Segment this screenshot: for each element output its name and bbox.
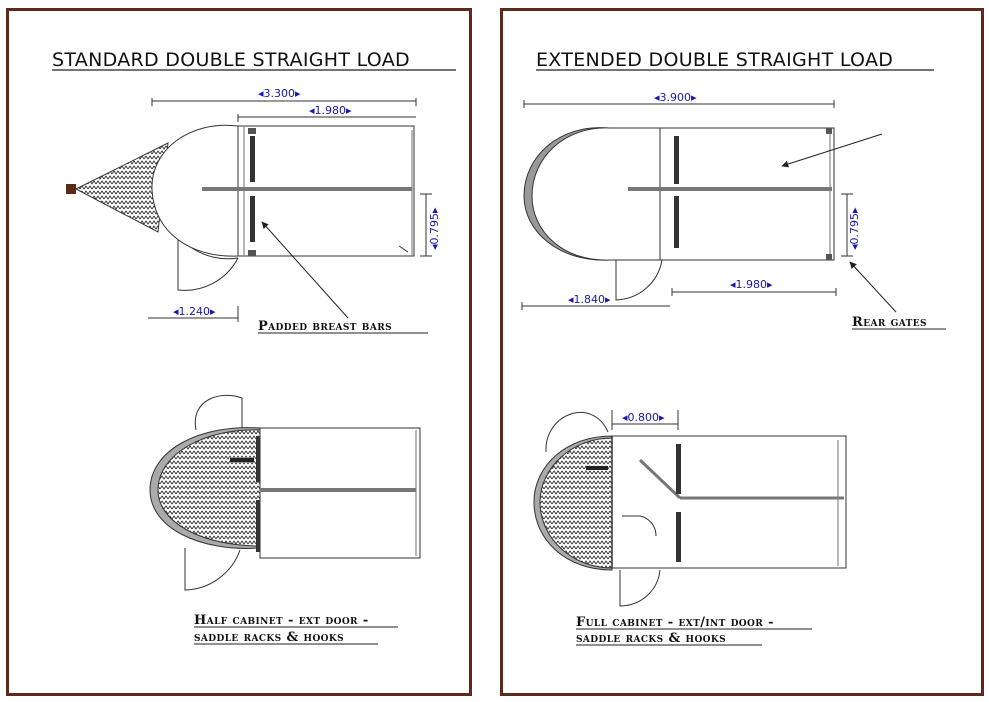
left-dim-width-label: ◂0.795▸ bbox=[428, 207, 441, 250]
right-lower-plan: ◂0.800▸ bbox=[533, 410, 847, 607]
right-dim-overall: ◂3.900▸ bbox=[523, 91, 835, 108]
right-callout: Rear gates bbox=[852, 315, 927, 330]
left-callout: Padded breast bars bbox=[258, 319, 392, 334]
left-title-group: STANDARD DOUBLE STRAIGHT LOAD bbox=[52, 49, 456, 71]
right-dim-width-label: ◂0.795▸ bbox=[848, 207, 861, 250]
left-dim-front-label: ◂1.240▸ bbox=[173, 305, 216, 318]
right-dim-cabinet: ◂0.800▸ bbox=[611, 410, 679, 430]
right-title-group: EXTENDED DOUBLE STRAIGHT LOAD bbox=[536, 49, 934, 71]
right-dim-width: ◂0.795▸ bbox=[841, 193, 861, 257]
left-top-plan bbox=[66, 124, 415, 291]
panel-extended bbox=[500, 8, 984, 696]
left-dim-front: ◂1.240▸ bbox=[148, 305, 239, 322]
left-dim-width: ◂0.795▸ bbox=[420, 193, 441, 257]
left-dim-stall-label: ◂1.980▸ bbox=[309, 104, 352, 117]
left-dim-overall: ◂3.300▸ bbox=[151, 87, 417, 106]
left-dim-overall-label: ◂3.300▸ bbox=[258, 87, 301, 100]
right-dim-cabinet-label: ◂0.800▸ bbox=[622, 411, 665, 424]
left-caption-1: Half cabinet - ext door - bbox=[194, 613, 369, 628]
right-caption-2: saddle racks & hooks bbox=[576, 631, 726, 646]
right-dim-stall-label: ◂1.980▸ bbox=[730, 278, 773, 291]
right-top-plan bbox=[523, 127, 835, 301]
right-dim-front-label: ◂1.840▸ bbox=[568, 293, 611, 306]
right-dim-front: ◂1.840▸ bbox=[521, 293, 670, 310]
left-title: STANDARD DOUBLE STRAIGHT LOAD bbox=[52, 49, 410, 71]
panel-standard bbox=[6, 8, 472, 696]
right-dim-overall-label: ◂3.900▸ bbox=[654, 91, 697, 104]
left-caption-2: saddle racks & hooks bbox=[194, 630, 344, 645]
left-lower-plan bbox=[149, 394, 421, 591]
right-caption-1: Full cabinet - ext/int door - bbox=[576, 615, 774, 630]
right-title: EXTENDED DOUBLE STRAIGHT LOAD bbox=[536, 49, 893, 71]
hitch-icon bbox=[66, 184, 76, 194]
left-dim-stall: ◂1.980▸ bbox=[237, 104, 416, 122]
right-dim-stall: ◂1.980▸ bbox=[671, 278, 837, 296]
